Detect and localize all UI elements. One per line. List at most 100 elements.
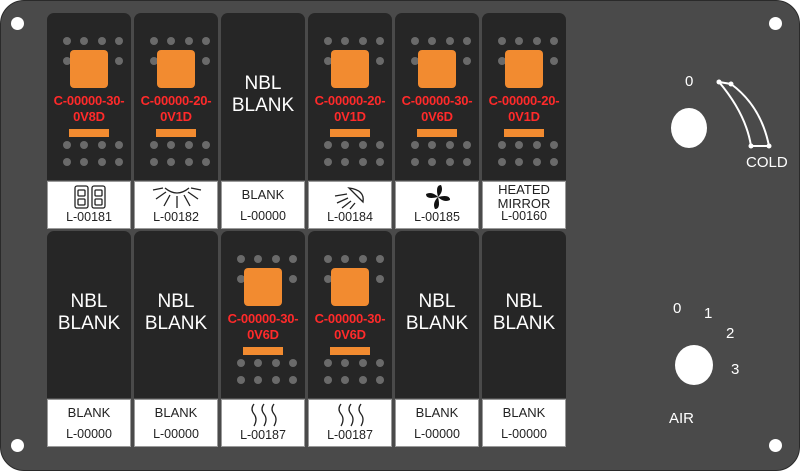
indicator-dot: [411, 57, 419, 65]
air-title-label: AIR: [669, 410, 695, 427]
indicator-dot: [324, 57, 332, 65]
indicator-dot: [411, 141, 419, 149]
seat-icon: [48, 184, 130, 210]
part-number-line-2: 0V1D: [160, 109, 192, 124]
rocker-switch[interactable]: C-00000-30-0V6D: [221, 231, 305, 398]
nbl-line-2: BLANK: [57, 313, 121, 334]
indicator-dot: [550, 57, 558, 65]
label-code: L-00185: [414, 210, 460, 224]
indicator-dot: [359, 255, 367, 263]
indicator-dot: [550, 158, 558, 166]
indicator-bar: [504, 129, 544, 137]
indicator-dot: [376, 275, 384, 283]
part-number-line-2: 0V6D: [247, 327, 279, 342]
indicator-dot: [446, 37, 454, 45]
indicator-dot: [202, 141, 210, 149]
fan-icon: [396, 184, 478, 210]
indicator-dot: [150, 141, 158, 149]
indicator-dot: [463, 141, 471, 149]
indicator-dot: [376, 141, 384, 149]
label-code: L-00000: [240, 209, 286, 223]
part-number-line-1: C-00000-30-: [227, 311, 299, 326]
part-number-line-2: 0V1D: [508, 109, 540, 124]
air-knob[interactable]: [675, 345, 713, 385]
indicator-dot: [324, 141, 332, 149]
indicator-dot: [428, 158, 436, 166]
rocker-switch[interactable]: C-00000-30-0V8D: [47, 13, 131, 180]
indicator-dot: [289, 359, 297, 367]
indicator-dot: [341, 255, 349, 263]
air-label-3: 3: [731, 361, 740, 378]
nbl-line-1: NBL: [244, 73, 282, 94]
indicator-dot: [533, 37, 541, 45]
indicator-dot: [498, 158, 506, 166]
rocker-switch[interactable]: C-00000-20-0V1D: [482, 13, 566, 180]
indicator-dot: [446, 141, 454, 149]
indicator-bar: [330, 129, 370, 137]
indicator-dot: [202, 57, 210, 65]
part-number: C-00000-30-0V6D: [217, 311, 309, 343]
part-number: C-00000-30-0V6D: [304, 311, 396, 343]
switch-label-card: L-00187: [308, 399, 392, 447]
indicator-dot: [237, 255, 245, 263]
indicator-dot: [411, 37, 419, 45]
indicator-lamp: [331, 268, 369, 306]
part-number-line-2: 0V8D: [73, 109, 105, 124]
indicator-dot: [63, 37, 71, 45]
indicator-dot: [185, 158, 193, 166]
part-number-line-2: 0V1D: [334, 109, 366, 124]
indicator-dot: [254, 255, 262, 263]
switch-label-card: L-00181: [47, 181, 131, 229]
switch-label-card: L-00187: [221, 399, 305, 447]
nbl-line-1: NBL: [70, 291, 108, 312]
part-number: C-00000-20-0V1D: [478, 93, 570, 125]
indicator-lamp: [418, 50, 456, 88]
temp-knob[interactable]: [671, 108, 707, 148]
part-number-line-1: C-00000-20-: [314, 93, 386, 108]
indicator-dot: [341, 37, 349, 45]
temp-range-arc: [716, 79, 772, 149]
part-number-line-2: 0V6D: [334, 327, 366, 342]
indicator-dot: [202, 158, 210, 166]
indicator-dot: [150, 37, 158, 45]
label-code: L-00160: [501, 209, 547, 223]
temp-cold-label: COLD: [746, 154, 788, 171]
label-text: BLANK: [154, 405, 198, 420]
indicator-dot: [289, 275, 297, 283]
indicator-dot: [376, 376, 384, 384]
label-code: L-00184: [327, 210, 373, 224]
mount-hole-top-left: [11, 17, 24, 30]
indicator-dot: [446, 158, 454, 166]
rocker-switch[interactable]: C-00000-20-0V1D: [308, 13, 392, 180]
indicator-dot: [324, 376, 332, 384]
indicator-dot: [272, 255, 280, 263]
switch-label-card: L-00184: [308, 181, 392, 229]
indicator-dot: [167, 158, 175, 166]
nbl-line-2: BLANK: [405, 313, 469, 334]
indicator-dot: [341, 141, 349, 149]
label-code: L-00187: [327, 428, 373, 442]
part-number: C-00000-20-0V1D: [130, 93, 222, 125]
label-code: L-00181: [66, 210, 112, 224]
indicator-dot: [98, 141, 106, 149]
rocker-switch[interactable]: C-00000-30-0V6D: [395, 13, 479, 180]
rocker-switch[interactable]: C-00000-30-0V6D: [308, 231, 392, 398]
rocker-switch[interactable]: C-00000-20-0V1D: [134, 13, 218, 180]
indicator-dot: [63, 57, 71, 65]
nbl-line-1: NBL: [418, 291, 456, 312]
indicator-dot: [324, 37, 332, 45]
mount-hole-bottom-left: [11, 439, 24, 452]
indicator-lamp: [157, 50, 195, 88]
mount-hole-top-right: [769, 17, 782, 30]
indicator-dot: [237, 376, 245, 384]
indicator-lamp: [505, 50, 543, 88]
indicator-dot: [376, 359, 384, 367]
label-text-line-1: HEATED: [498, 182, 550, 197]
